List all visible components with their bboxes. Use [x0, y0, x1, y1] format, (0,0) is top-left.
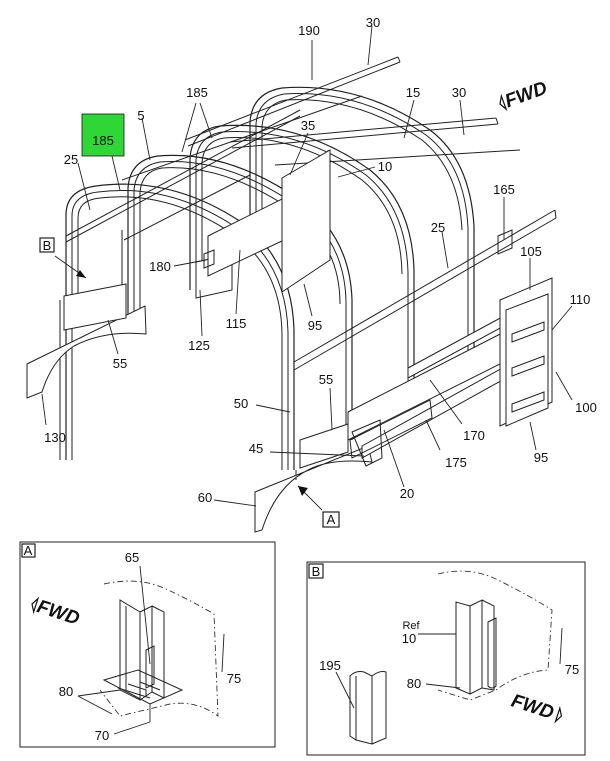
- body-frame-assembly: [26, 56, 557, 533]
- callout-55: 55: [113, 356, 127, 371]
- panel-60: [254, 445, 373, 533]
- view-arrow-icon: [76, 270, 86, 278]
- detail-a-label-75: 75: [227, 671, 241, 686]
- view-ref-b[interactable]: B: [39, 237, 55, 253]
- callout-labels: 190 30 185 5 15 30 25 35 10 165 25 180 1…: [44, 15, 597, 505]
- callout-30: 30: [366, 15, 380, 30]
- callout-95: 95: [308, 318, 322, 333]
- view-arrow-b: [54, 255, 87, 279]
- fwd-arrow-icon: [31, 596, 40, 615]
- detail-a-label-65: 65: [125, 550, 139, 565]
- detail-b-label-195: 195: [319, 658, 341, 673]
- callout-25-right: 25: [431, 220, 445, 235]
- view-arrow-a: [297, 485, 323, 511]
- detail-b: B Ref 10 195 80 75 FWD: [306, 561, 586, 756]
- callout-110: 110: [570, 292, 591, 307]
- callout-175: 175: [445, 455, 467, 470]
- callout-50: 50: [234, 396, 248, 411]
- fwd-arrow-icon: [554, 705, 563, 724]
- callout-95-lower: 95: [534, 450, 548, 465]
- leader-lines: [41, 25, 573, 507]
- callout-170: 170: [463, 428, 485, 443]
- view-ref-a[interactable]: A: [322, 511, 340, 528]
- view-ref-b-label[interactable]: B: [43, 238, 52, 253]
- detail-a-title: A: [24, 543, 33, 558]
- detail-b-title: B: [312, 564, 321, 579]
- callout-35: 35: [301, 118, 315, 133]
- side-rail-left: [65, 109, 301, 243]
- callout-115: 115: [226, 316, 247, 331]
- detail-a-label-70: 70: [95, 728, 109, 743]
- callout-15: 15: [406, 85, 420, 100]
- fwd-text: FWD: [502, 78, 550, 113]
- callout-190: 190: [298, 23, 320, 38]
- fwd-arrow-icon: [499, 93, 508, 112]
- panel-95-upper: [281, 149, 331, 293]
- callout-125: 125: [188, 338, 210, 353]
- highlight-callout-185[interactable]: 185: [81, 113, 125, 191]
- view-ref-a-label[interactable]: A: [327, 512, 336, 527]
- roof-bows: [65, 86, 475, 470]
- view-arrow-icon: [298, 486, 308, 496]
- callout-130: 130: [44, 430, 66, 445]
- detail-a-label-80: 80: [59, 684, 73, 699]
- callout-55-right: 55: [319, 372, 333, 387]
- panel-130: [26, 305, 147, 399]
- detail-b-ref-text: Ref: [402, 620, 420, 632]
- callout-25: 25: [64, 152, 78, 167]
- detail-b-label-80: 80: [407, 676, 421, 691]
- callout-5: 5: [137, 108, 144, 123]
- callout-100: 100: [575, 400, 597, 415]
- highlight-label[interactable]: 185: [92, 133, 114, 148]
- callout-165: 165: [493, 182, 515, 197]
- panels: [26, 149, 553, 533]
- panel-55-left: [63, 283, 127, 331]
- callout-60: 60: [198, 490, 212, 505]
- callout-105: 105: [520, 244, 542, 259]
- callout-30-rear: 30: [452, 85, 466, 100]
- callout-180: 180: [149, 259, 171, 274]
- callout-45: 45: [249, 441, 263, 456]
- highlight-box[interactable]: [81, 113, 125, 157]
- callout-20: 20: [400, 486, 414, 501]
- callout-10: 10: [378, 159, 392, 174]
- fwd-indicator-main: FWD: [499, 78, 550, 113]
- callout-185: 185: [186, 85, 208, 100]
- detail-b-label-10: 10: [402, 631, 416, 646]
- detail-a: A FWD 65 75 80 70: [19, 541, 276, 748]
- detail-b-label-75: 75: [565, 662, 579, 677]
- panel-95-lower: [505, 293, 549, 427]
